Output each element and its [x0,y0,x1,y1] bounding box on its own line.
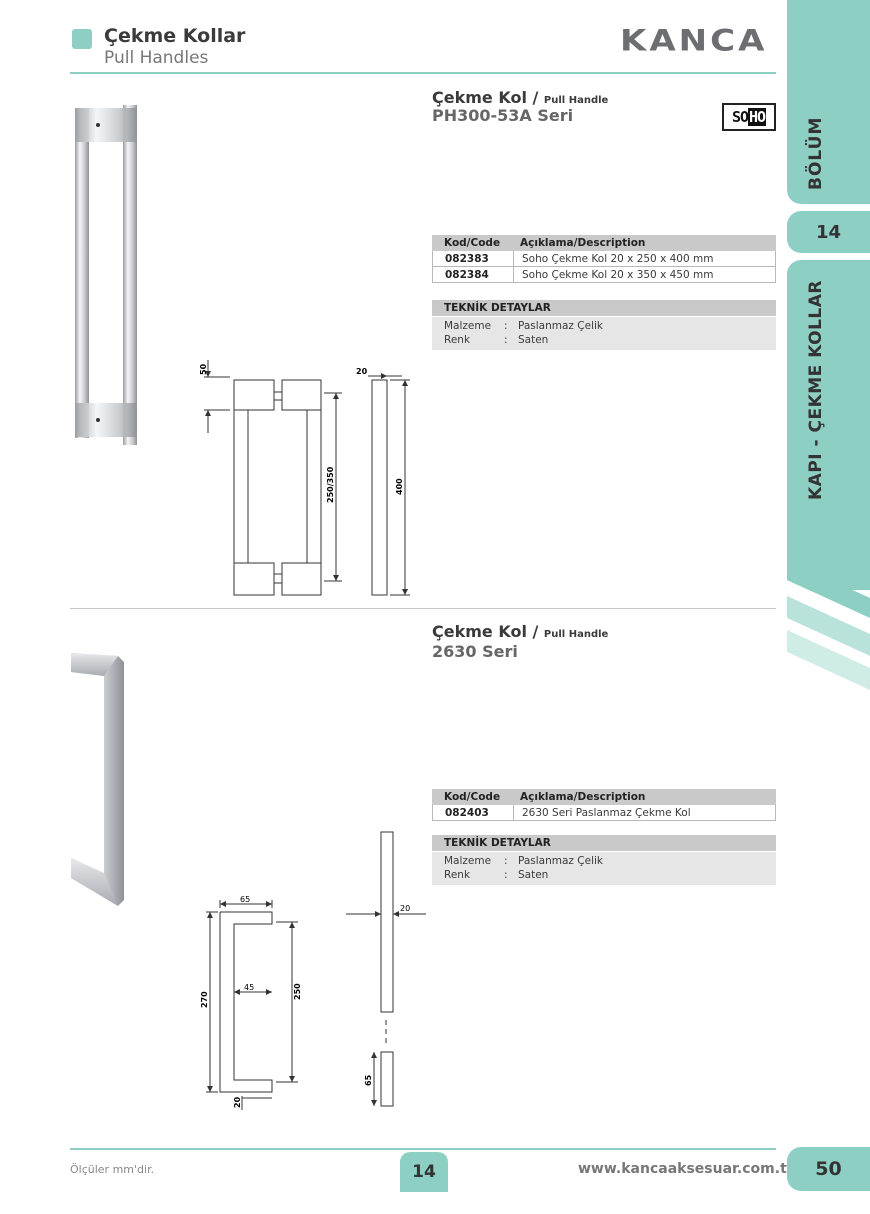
page-number: 50 [787,1147,870,1191]
table-header-code: Kod/Code [444,791,501,803]
sidebar-chapter-title: KAPI - ÇEKME KOLLAR [806,280,826,500]
product-1-tech-details: TEKNİK DETAYLAR Malzeme : Paslanmaz Çeli… [432,300,776,350]
tech-row: Malzeme : Paslanmaz Çelik [444,319,776,333]
header-divider [70,72,776,74]
sidebar-chapter-tab [787,260,870,590]
sidebar-stripes [787,560,870,710]
sidebar-section-number: 14 [787,211,870,253]
dim-total-length: 270 [200,991,209,1008]
footer-chapter-number: 14 [400,1152,448,1192]
table-row: 082384 Soho Çekme Kol 20 x 350 x 450 mm [432,267,776,283]
tech-key: Renk [444,334,471,346]
tech-sep: : [504,320,508,332]
tech-sep: : [504,855,508,867]
product-2-series: 2630 Seri [432,642,518,661]
dim-length: 400 [395,478,404,495]
tech-row: Renk : Saten [444,868,776,882]
tech-key: Malzeme [444,855,492,867]
product-1-photo [75,105,137,445]
dim-top-width: 65 [240,895,250,904]
tech-key: Renk [444,869,471,881]
page-title: Çekme Kollar [104,25,246,47]
dim-width: 20 [356,367,368,376]
table-cell-code: 082384 [445,268,489,281]
product-2-tech-details: TEKNİK DETAYLAR Malzeme : Paslanmaz Çeli… [432,835,776,885]
table-header-description: Açıklama/Description [520,237,646,249]
table-header-code: Kod/Code [444,237,501,249]
product-2-title-tr: Çekme Kol / [432,622,539,641]
table-cell-code: 082383 [445,252,489,265]
footer-website-link[interactable]: www.kancaaksesuar.com.tr [578,1161,794,1177]
tech-value: Paslanmaz Çelik [518,320,603,332]
tech-sep: : [504,869,508,881]
dim-inner: 250/350 [326,466,335,503]
tech-value: Paslanmaz Çelik [518,855,603,867]
tech-row: Renk : Saten [444,333,776,347]
product-2-technical-drawing: 65 45 270 250 20 20 65 [200,831,426,1110]
dim-side-end: 65 [364,1074,373,1086]
product-1-title: Çekme Kol / Pull Handle [432,88,608,107]
product-1-code-table: Kod/Code Açıklama/Description 082383 Soh… [432,235,776,283]
table-cell-description: Soho Çekme Kol 20 x 250 x 400 mm [513,251,775,266]
tech-details-title: TEKNİK DETAYLAR [432,835,776,851]
table-header: Kod/Code Açıklama/Description [432,235,776,251]
table-header-description: Açıklama/Description [520,791,646,803]
sidebar-section-tab [787,0,870,204]
table-row: 082383 Soho Çekme Kol 20 x 250 x 400 mm [432,251,776,267]
product-2-title: Çekme Kol / Pull Handle [432,622,608,641]
tech-row: Malzeme : Paslanmaz Çelik [444,854,776,868]
sidebar-section-label: BÖLÜM [806,116,826,190]
dim-inner-length: 250 [293,983,302,1000]
product-1-title-en: Pull Handle [543,95,609,106]
footer-divider [70,1148,776,1150]
tech-sep: : [504,334,508,346]
dim-top: 50 [199,363,208,375]
section-divider [70,608,776,609]
product-1-title-tr: Çekme Kol / [432,88,539,107]
tech-key: Malzeme [444,320,492,332]
product-2-photo [71,653,124,906]
product-1-technical-drawing: 50 20 250/350 400 [199,360,410,596]
table-header: Kod/Code Açıklama/Description [432,789,776,805]
table-cell-description: 2630 Seri Paslanmaz Çekme Kol [513,805,775,820]
dim-inner-depth: 45 [244,983,254,992]
dim-bar: 20 [233,1096,242,1108]
table-row: 082403 2630 Seri Paslanmaz Çekme Kol [432,805,776,821]
brand-logo: KANCA [620,24,768,58]
tech-details-title: TEKNİK DETAYLAR [432,300,776,316]
product-2-code-table: Kod/Code Açıklama/Description 082403 263… [432,789,776,821]
soho-badge-right: HO [748,108,766,126]
soho-badge-left: SO [731,108,749,126]
footer-note: Ölçüler mm'dir. [70,1163,155,1176]
table-cell-description: Soho Çekme Kol 20 x 350 x 450 mm [513,267,775,282]
header-accent-square [72,29,92,49]
product-2-title-en: Pull Handle [543,629,609,640]
tech-value: Saten [518,869,549,881]
product-1-series: PH300-53A Seri [432,106,574,125]
tech-value: Saten [518,334,549,346]
dim-side-width: 20 [400,904,410,913]
table-cell-code: 082403 [445,806,489,819]
page-subtitle: Pull Handles [104,48,209,68]
